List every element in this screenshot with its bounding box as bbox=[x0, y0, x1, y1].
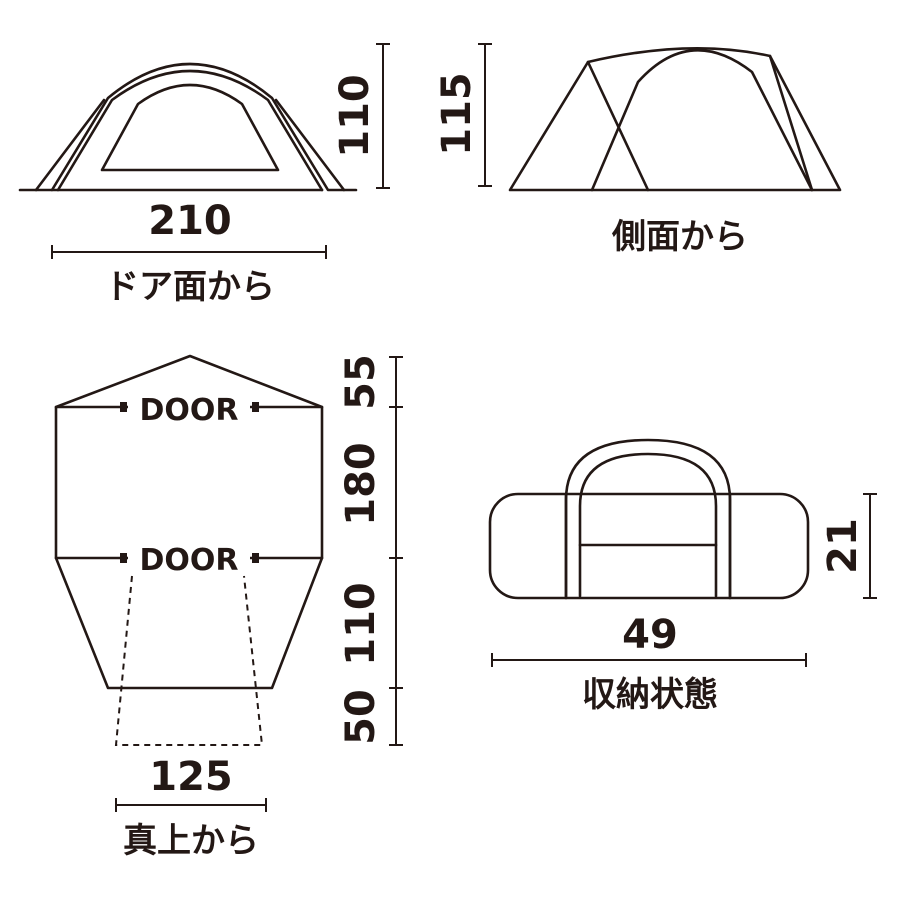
top-view-width-label: 125 bbox=[149, 754, 233, 800]
top-view-caption: 真上から bbox=[123, 821, 259, 861]
side-view-fly-outline bbox=[508, 46, 842, 192]
door-view-door-panel bbox=[100, 83, 280, 172]
bag-height-label: 21 bbox=[820, 518, 866, 574]
top-view-seg-body-label: 180 bbox=[338, 442, 384, 526]
top-view-seg-vestibule-label: 110 bbox=[338, 582, 384, 666]
door-view-frame-arch bbox=[56, 69, 324, 192]
top-view-front-door-label: DOOR bbox=[139, 393, 238, 428]
bag-caption: 収納状態 bbox=[582, 675, 718, 715]
side-view: 115 側面から bbox=[434, 43, 842, 257]
side-view-caption: 側面から bbox=[611, 217, 748, 257]
door-view-width-label: 210 bbox=[148, 198, 232, 244]
side-view-height-label: 115 bbox=[434, 72, 480, 156]
bag-body bbox=[488, 492, 810, 600]
top-view-seg-rear-label: 50 bbox=[338, 689, 384, 745]
top-view-front-zipper-left bbox=[120, 402, 127, 412]
door-view-height-label: 110 bbox=[332, 74, 378, 158]
top-view-rear-zipper-right bbox=[252, 553, 259, 563]
side-view-frame-arch bbox=[590, 49, 814, 192]
door-view-fly-inner bbox=[34, 98, 346, 192]
top-view-seg-front-label: 55 bbox=[338, 354, 384, 410]
bag-view: 21 49 収納状態 bbox=[488, 438, 877, 715]
top-view-front-door-label-bg bbox=[128, 392, 250, 424]
top-view-front-zipper-right bbox=[252, 402, 259, 412]
top-view-rear-zipper-left bbox=[120, 553, 127, 563]
door-view-caption: ドア面から bbox=[105, 267, 275, 307]
door-view-fly-outline bbox=[18, 62, 358, 192]
top-view-rear-door-label: DOOR bbox=[139, 543, 238, 578]
top-view-rear-door-label-bg bbox=[128, 543, 250, 575]
top-view-vestibule-dashed bbox=[114, 575, 264, 746]
door-view: 110 210 ドア面から bbox=[18, 43, 390, 307]
bag-width-label: 49 bbox=[622, 612, 678, 658]
bag-handle-outer bbox=[564, 438, 732, 598]
bag-handle-inner bbox=[578, 452, 718, 598]
top-view: DOOR DOOR 55 180 110 50 125 真上から bbox=[54, 354, 403, 861]
top-view-outline bbox=[54, 354, 324, 690]
